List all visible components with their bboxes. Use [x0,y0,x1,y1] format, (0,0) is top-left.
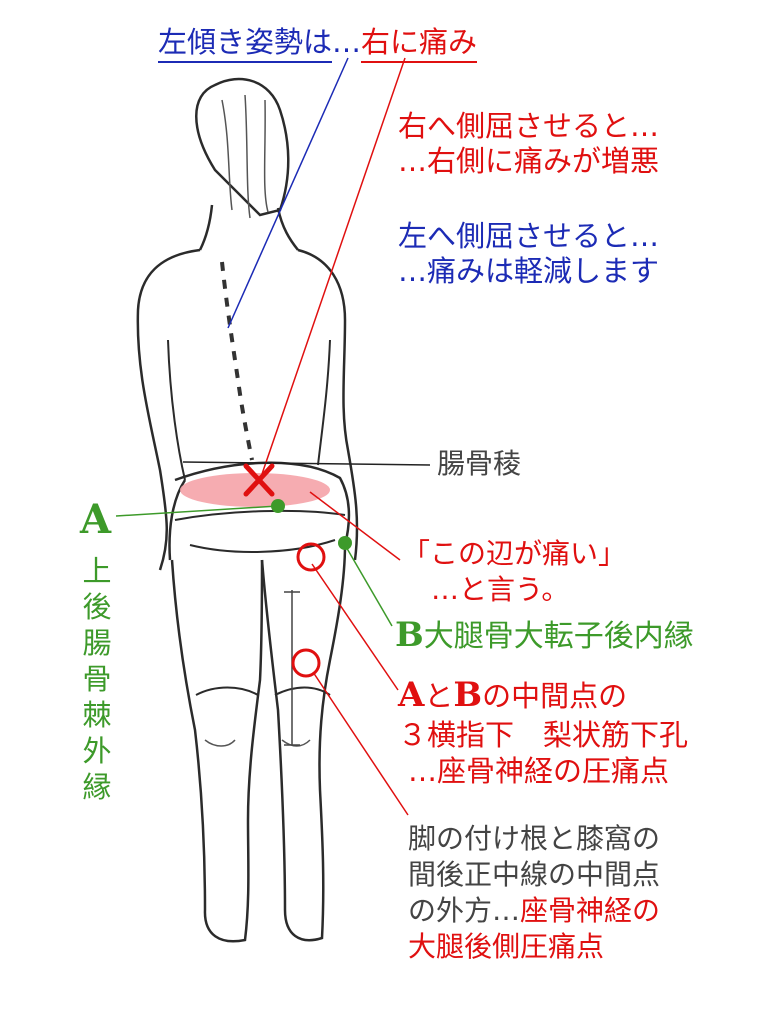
pain-area-ellipse [180,473,330,507]
ab-midpoint-line3: …座骨神経の圧痛点 [408,754,670,788]
point-b-dot [338,536,352,550]
right-leg-outline [260,544,347,942]
leader-pain [309,491,401,561]
left-knee-crease [204,739,236,747]
point-a-dot [271,499,285,513]
waistband [174,509,346,521]
thigh-point-line3: の外方…座骨神経の [408,897,660,925]
point-a-letter: A [80,496,112,543]
left-bend-line2: …痛みは軽減します [398,254,660,288]
thigh-point-line3-gray: の外方… [408,894,521,927]
hair-strands [221,94,269,219]
leader-title-red [261,57,406,475]
leader-point-a [115,505,279,517]
ab-conj: と [424,679,454,713]
leader-iliac [182,461,431,466]
leader-ab-midpoint [311,563,399,691]
point-a-description: 上後腸骨棘外縁 [82,554,112,804]
ab-midpoint-line2: ３横指下 梨状筋下孔 [398,718,689,752]
thigh-point-line4: 大腿後側圧痛点 [408,930,605,963]
spine-dashes [220,261,254,461]
right-knee-crease [281,739,311,747]
thigh-point-line3-red: 座骨神経の [520,894,661,927]
pain-area-line2: …と言う。 [431,573,570,606]
pain-x-mark [243,463,275,497]
buttock-line [189,539,336,553]
point-b-description: 大腿骨大転子後内縁 [423,619,694,654]
right-knee-line [274,686,331,696]
left-knee-line [195,686,259,696]
point-b-label: B大腿骨大転子後内縁 [395,618,694,652]
head-outline [195,77,290,217]
thigh-point-line2: 間後正中線の中間点 [408,858,661,891]
right-bend-line1: 右へ側屈させると… [398,109,660,143]
waist-left [168,479,187,561]
title-blue-part: 左傾き姿勢は [158,25,333,63]
left-arm-outline [136,248,201,571]
right-arm-outline [297,248,359,561]
title-red-part: 右に痛み [361,25,478,63]
title-ellipsis: … [332,25,362,59]
hip-band [174,461,351,546]
posture-title: 左傾き姿勢は…右に痛み [158,25,478,63]
pain-area-line1: 「この辺が痛い」 [402,537,627,570]
left-bend-line1: 左へ側屈させると… [398,219,660,253]
thigh-point-line1: 脚の付け根と膝窩の [408,822,661,855]
right-arm-inner [317,339,331,466]
right-bend-line2: …右側に痛みが増悪 [398,144,660,178]
ab-letter-b: B [453,675,483,715]
left-leg-outline [170,559,264,943]
thigh-measure-line [284,590,300,746]
ab-letter-a: A [398,675,425,715]
leader-point-b [344,544,393,627]
leader-thigh-point [312,671,409,816]
sciatic-point-circle [296,542,326,572]
ab-midpoint-line1: AとBの中間点の [398,678,627,712]
ab-line1-rest: の中間点の [482,679,628,713]
leader-title-blue [227,57,349,329]
left-arm-inner [167,339,186,481]
iliac-crest-label: 腸骨稜 [437,447,522,480]
point-b-letter: B [395,615,424,655]
thigh-point-circle [291,648,321,678]
